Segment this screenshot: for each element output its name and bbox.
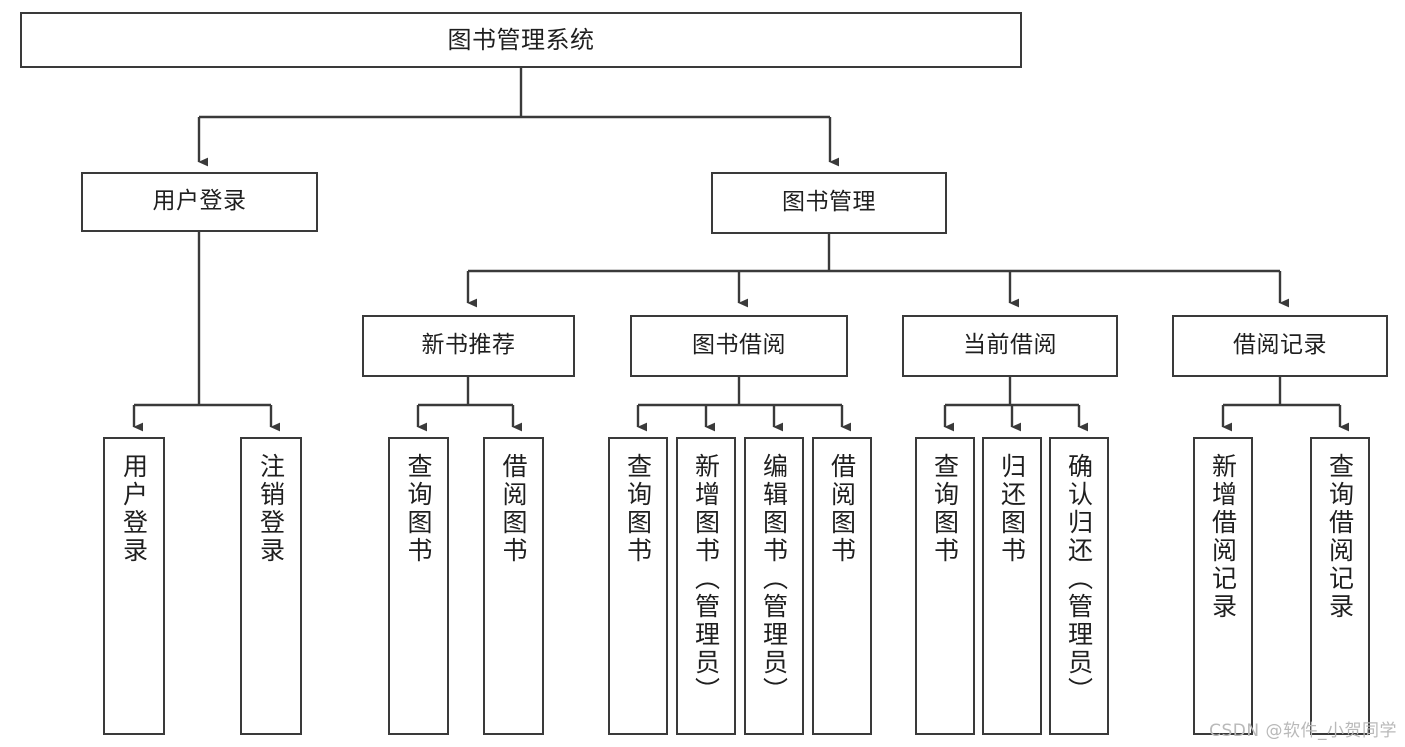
node-new-book-recommend[interactable]: 新书推荐 bbox=[362, 315, 575, 377]
leaf-book-borrow-query[interactable]: 查询图书 bbox=[608, 437, 668, 735]
leaf-user-login-signin[interactable]: 用户登录 bbox=[103, 437, 165, 735]
node-label: 注销登录 bbox=[256, 453, 286, 565]
leaf-borrow-record-query[interactable]: 查询借阅记录 bbox=[1310, 437, 1370, 735]
node-label: 图书管理 bbox=[782, 189, 876, 216]
leaf-borrow-record-add[interactable]: 新增借阅记录 bbox=[1193, 437, 1253, 735]
node-label: 查询借阅记录 bbox=[1325, 453, 1355, 621]
node-label: 归还图书 bbox=[997, 453, 1027, 565]
node-label: 图书管理系统 bbox=[447, 25, 595, 54]
csdn-watermark: CSDN @软件_小贺同学 bbox=[1209, 721, 1397, 741]
node-label: 编辑图书（管理员） bbox=[759, 453, 789, 705]
node-label: 借阅图书 bbox=[827, 453, 857, 565]
node-current-borrow[interactable]: 当前借阅 bbox=[902, 315, 1118, 377]
node-root-system[interactable]: 图书管理系统 bbox=[20, 12, 1022, 68]
node-book-borrow[interactable]: 图书借阅 bbox=[630, 315, 848, 377]
leaf-book-borrow-add[interactable]: 新增图书（管理员） bbox=[676, 437, 736, 735]
node-label: 当前借阅 bbox=[963, 332, 1057, 359]
node-user-login[interactable]: 用户登录 bbox=[81, 172, 318, 232]
leaf-book-borrow-lend[interactable]: 借阅图书 bbox=[812, 437, 872, 735]
leaf-user-login-signout[interactable]: 注销登录 bbox=[240, 437, 302, 735]
node-label: 新增图书（管理员） bbox=[691, 453, 721, 705]
node-label: 确认归还（管理员） bbox=[1064, 453, 1094, 705]
node-label: 新增借阅记录 bbox=[1208, 453, 1238, 621]
node-label: 查询图书 bbox=[623, 453, 653, 565]
leaf-current-borrow-confirm-return[interactable]: 确认归还（管理员） bbox=[1049, 437, 1109, 735]
leaf-new-book-query[interactable]: 查询图书 bbox=[388, 437, 449, 735]
leaf-current-borrow-query[interactable]: 查询图书 bbox=[915, 437, 975, 735]
leaf-current-borrow-return[interactable]: 归还图书 bbox=[982, 437, 1042, 735]
leaf-book-borrow-edit[interactable]: 编辑图书（管理员） bbox=[744, 437, 804, 735]
node-label: 查询图书 bbox=[930, 453, 960, 565]
node-label: 用户登录 bbox=[119, 453, 149, 565]
node-label: 用户登录 bbox=[152, 188, 247, 215]
node-label: 借阅图书 bbox=[499, 453, 528, 565]
node-label: 查询图书 bbox=[404, 453, 433, 565]
node-book-management[interactable]: 图书管理 bbox=[711, 172, 947, 234]
node-label: 新书推荐 bbox=[421, 332, 516, 359]
node-label: 借阅记录 bbox=[1233, 332, 1327, 359]
node-borrow-record[interactable]: 借阅记录 bbox=[1172, 315, 1388, 377]
leaf-new-book-borrow[interactable]: 借阅图书 bbox=[483, 437, 544, 735]
node-label: 图书借阅 bbox=[692, 332, 786, 359]
